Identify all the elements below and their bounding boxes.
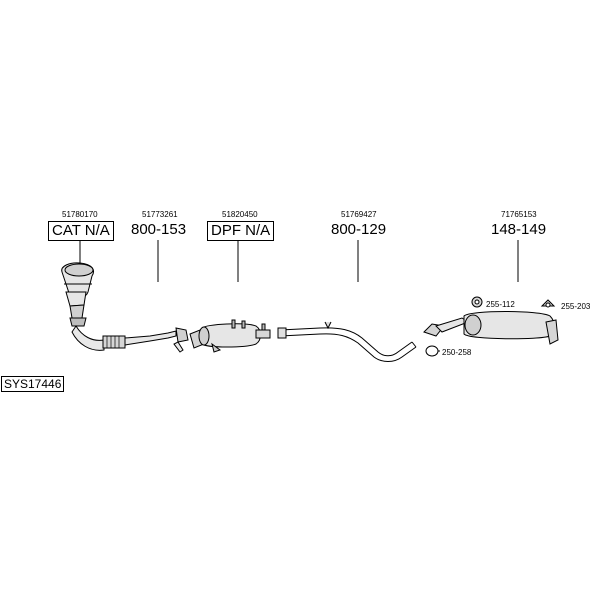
catalytic-converter-icon — [61, 262, 94, 327]
part-oem-number: 71765153 — [501, 210, 537, 219]
part-code: 800-153 — [131, 221, 187, 238]
part-code: DPF N/A — [207, 221, 275, 241]
rubber-hanger-icon — [471, 296, 483, 308]
part-oem-number: 51780170 — [62, 210, 98, 219]
mounting-bracket-icon — [540, 299, 556, 308]
part-code: 148-149 — [491, 221, 547, 238]
part-oem-number: 51820450 — [222, 210, 258, 219]
accessory-code: 255-203 — [561, 302, 591, 311]
accessory-code: 255-112 — [486, 300, 515, 309]
middle-pipe-icon — [277, 321, 417, 362]
rear-silencer-icon — [423, 311, 559, 345]
part-oem-number: 51773261 — [142, 210, 178, 219]
pipe-clamp-icon — [425, 345, 440, 357]
dpf-filter-icon — [189, 319, 271, 353]
part-code: CAT N/A — [48, 221, 114, 241]
front-pipe-icon — [71, 325, 189, 353]
accessory-code: 250-258 — [442, 348, 472, 357]
part-oem-number: 51769427 — [341, 210, 377, 219]
system-code-label: SYS17446 — [1, 376, 65, 392]
part-code: 800-129 — [331, 221, 387, 238]
